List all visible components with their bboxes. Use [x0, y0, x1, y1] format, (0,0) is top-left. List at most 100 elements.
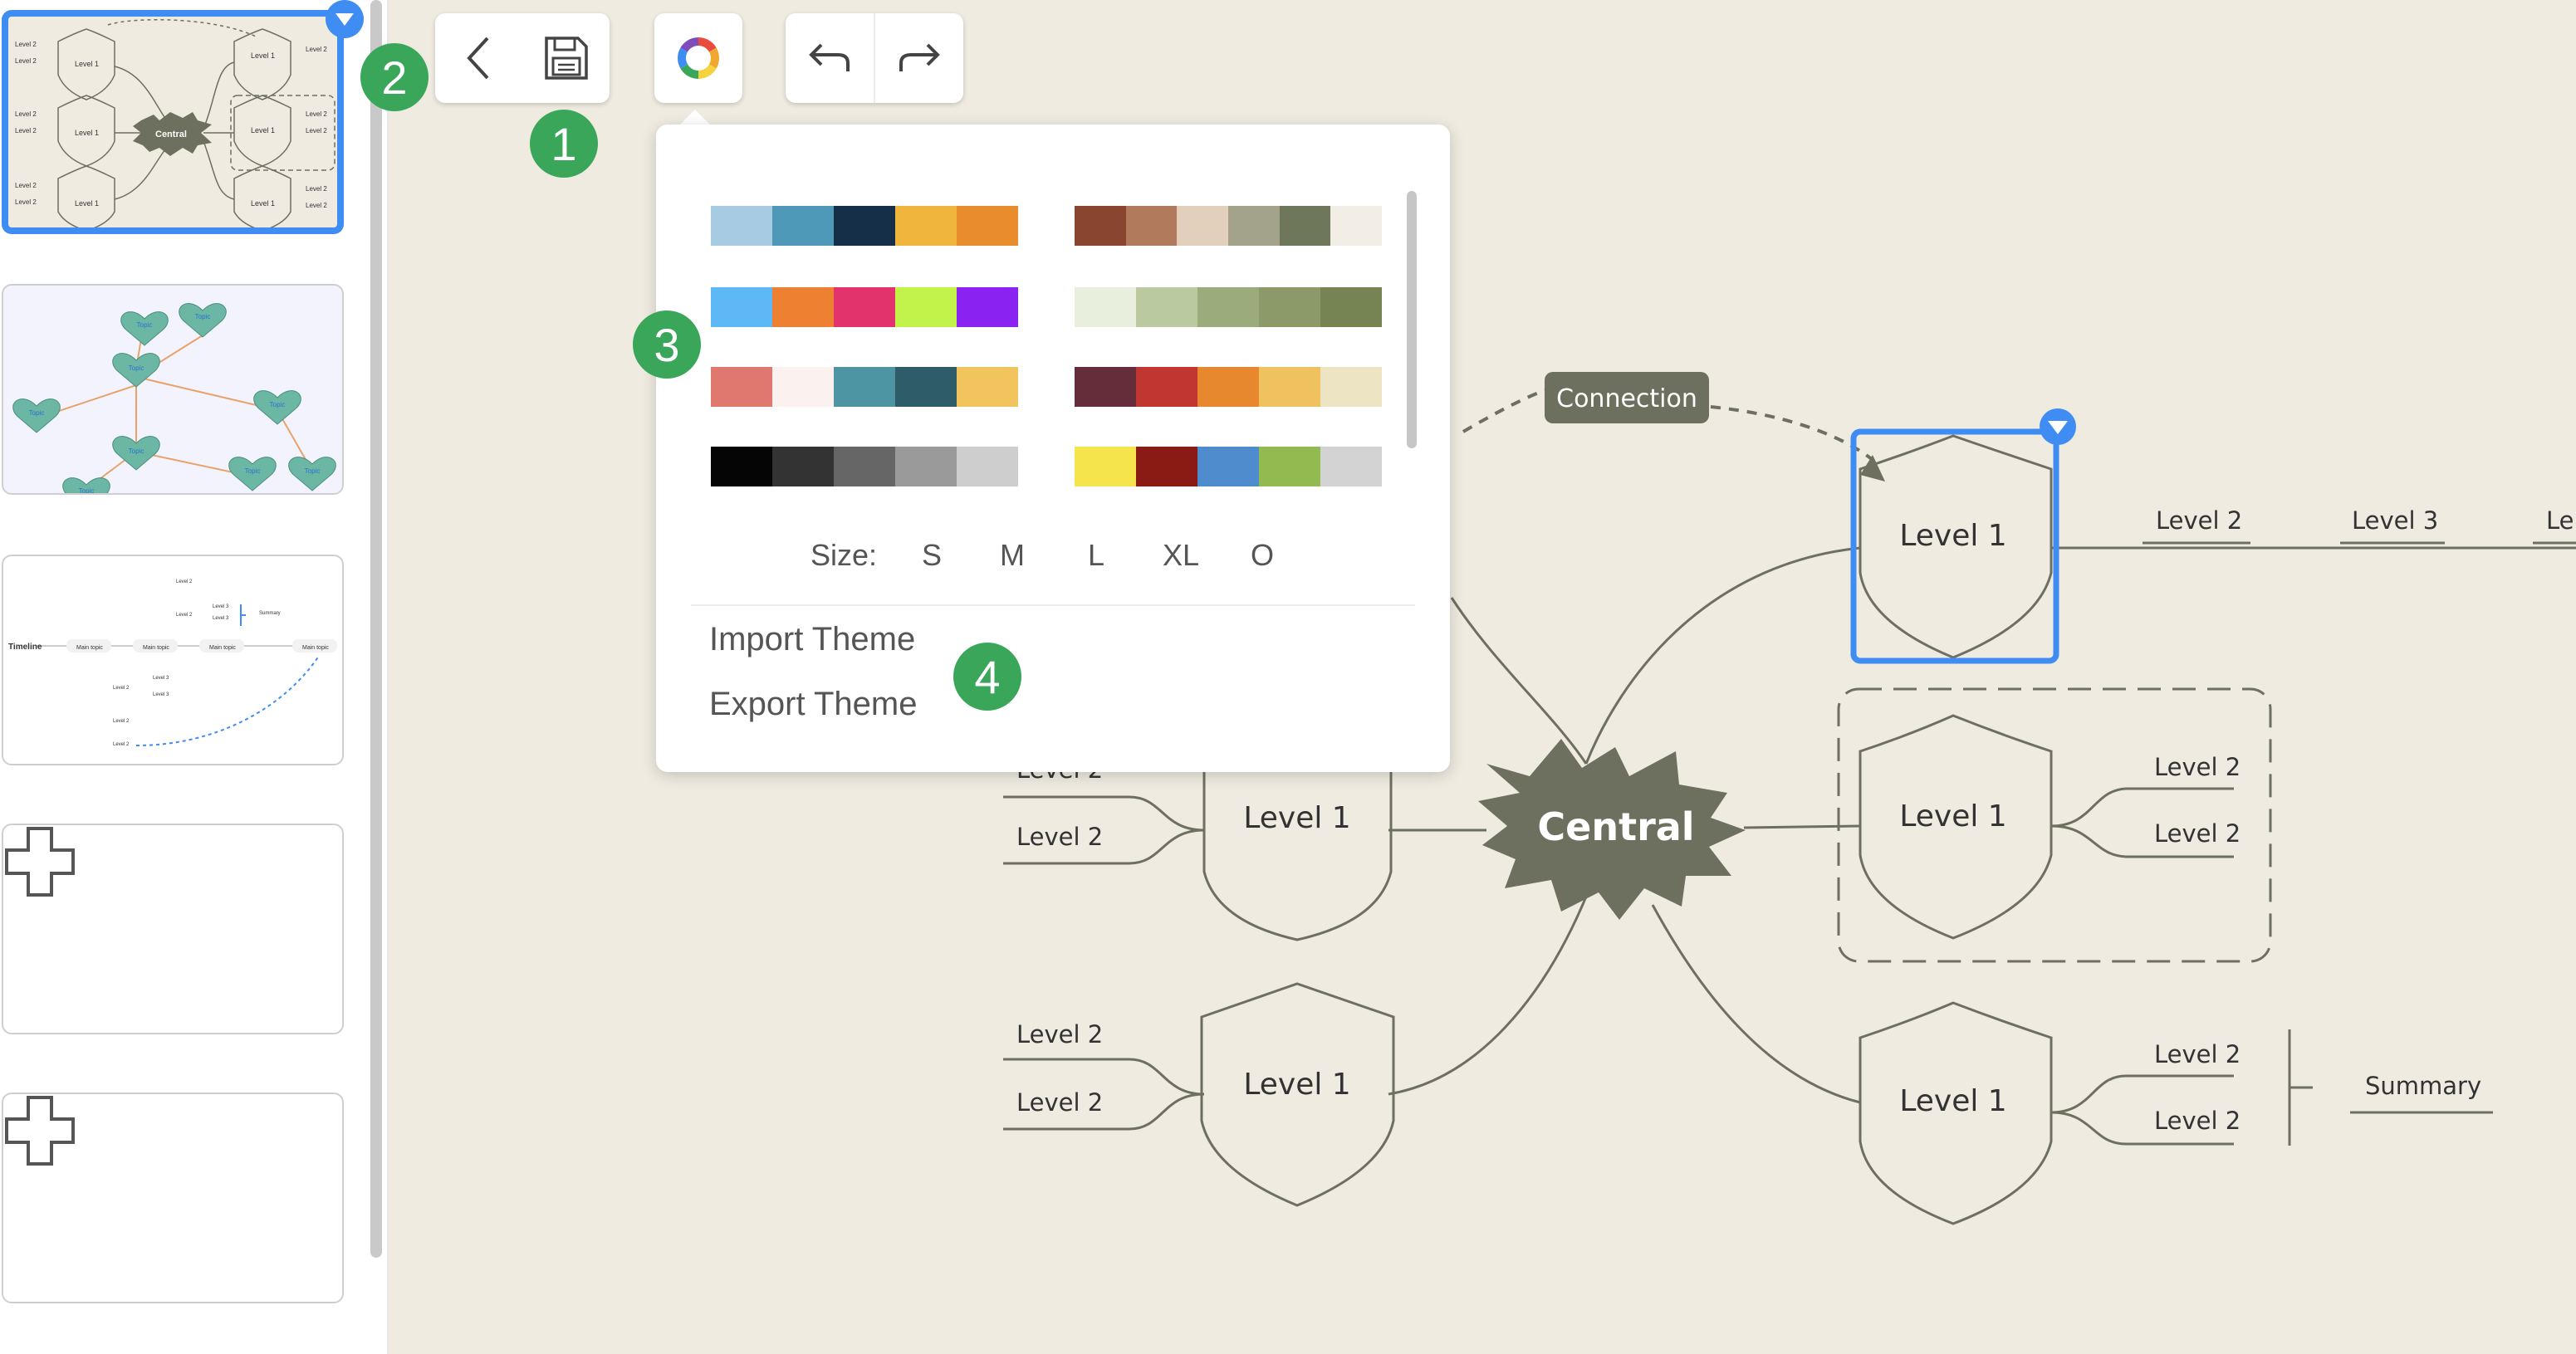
palette-swatch	[772, 206, 834, 246]
selection-box[interactable]	[1850, 428, 2059, 664]
boundary-frame[interactable]	[1837, 687, 2272, 963]
undo-button[interactable]	[786, 13, 874, 103]
save-button[interactable]	[522, 13, 610, 103]
sidebar-scrollbar[interactable]	[370, 0, 382, 1258]
theme-palette-right-1[interactable]	[1075, 206, 1383, 246]
palette-swatch	[834, 287, 895, 327]
thumbnail-text: Level 3	[213, 604, 229, 609]
level1-node-shield[interactable]	[1202, 764, 1393, 941]
step-badge-4: 4	[953, 643, 1021, 711]
palette-swatch	[1259, 287, 1320, 327]
level1-label: Level 1	[1243, 801, 1350, 835]
palette-swatch	[711, 367, 772, 407]
import-theme-item[interactable]: Import Theme	[709, 621, 916, 657]
theme-palette-left-1[interactable]	[711, 206, 1018, 246]
theme-palette-right-2[interactable]	[1075, 287, 1382, 327]
export-theme-item[interactable]: Export Theme	[709, 686, 918, 722]
thumbnail-text: Topic	[29, 409, 45, 417]
theme-palette-left-3[interactable]	[711, 367, 1018, 407]
palette-swatch	[1075, 447, 1136, 486]
thumbnail-text: Topic	[129, 447, 144, 455]
summary-label[interactable]: Summary	[2365, 1072, 2481, 1100]
thumbnail-text: Level 2	[113, 742, 130, 747]
level2-label[interactable]: Level 2	[2154, 753, 2241, 781]
level2-label[interactable]: Level 2	[1016, 1088, 1103, 1117]
undo-icon	[809, 43, 850, 71]
level1-node-shield[interactable]	[1859, 1001, 2053, 1225]
thumbnail-text: Summary	[259, 611, 281, 616]
plus-icon	[5, 1096, 75, 1166]
palette-swatch	[1228, 206, 1280, 246]
level2-label[interactable]: Level 2	[2154, 819, 2241, 848]
connection-arrowhead	[1860, 455, 1885, 481]
step-badge-1: 1	[530, 110, 598, 178]
add-template-button[interactable]	[2, 1092, 344, 1303]
connection-label-box[interactable]	[1545, 372, 1709, 423]
level1-node-shield[interactable]	[1200, 982, 1395, 1207]
back-button[interactable]	[435, 13, 522, 103]
theme-palette-right-4[interactable]	[1075, 447, 1382, 486]
level2-label[interactable]: Level 2	[1016, 1020, 1103, 1048]
redo-icon	[899, 43, 940, 71]
palette-swatch	[895, 287, 957, 327]
branch-line	[2050, 1111, 2234, 1146]
size-option-m[interactable]: M	[1000, 538, 1025, 572]
template-sidebar: Central Level 1 Level 1 Level 1 Level 1 …	[0, 0, 389, 1354]
popup-scrollbar[interactable]	[1407, 191, 1417, 448]
theme-popup: Size: S M L XL O Import Theme Export The…	[656, 125, 1450, 772]
thumbnail-text: Central	[155, 130, 187, 139]
size-option-l[interactable]: L	[1088, 538, 1105, 572]
thumbnail-text: Level 2	[306, 127, 327, 134]
level3-label[interactable]: Level 3	[2352, 506, 2438, 535]
palette-swatch	[1136, 367, 1197, 407]
template-thumbnail-mindmap[interactable]: Central Level 1 Level 1 Level 1 Level 1 …	[2, 10, 344, 234]
size-label: Size:	[811, 538, 878, 572]
palette-swatch	[1197, 447, 1259, 486]
save-icon	[544, 37, 588, 80]
palette-swatch	[772, 447, 834, 486]
connection-label: Connection	[1556, 384, 1697, 413]
level2-label[interactable]: Level 2	[1016, 823, 1103, 851]
palette-swatch	[711, 206, 772, 246]
thumbnail-dropdown-toggle[interactable]	[326, 0, 364, 38]
chevron-left-icon	[466, 37, 488, 80]
template-thumbnail-hearts[interactable]: Topic Topic Topic Topic Topic Topic Topi…	[2, 284, 344, 495]
level2-label[interactable]: Level 2	[2154, 1040, 2241, 1068]
redo-button[interactable]	[875, 13, 963, 103]
level1-node-shield[interactable]	[1859, 434, 2053, 659]
thumbnail-text: Level 2	[306, 46, 327, 53]
thumbnail-text: Topic	[137, 321, 153, 329]
palette-swatch	[1075, 287, 1136, 327]
palette-swatch	[1197, 367, 1259, 407]
size-option-xl[interactable]: XL	[1163, 538, 1200, 572]
level2-label[interactable]: Level 2	[2156, 506, 2242, 535]
thumbnail-text: Topic	[245, 467, 261, 475]
step-badge-3: 3	[633, 310, 701, 379]
theme-palette-right-3[interactable]	[1075, 367, 1382, 407]
popup-arrow	[677, 110, 713, 128]
level-truncated-label[interactable]: Le	[2546, 506, 2574, 535]
theme-toolbar-group	[654, 13, 742, 103]
thumbnail-text: Level 2	[306, 110, 327, 118]
thumbnail-text: Main topic	[143, 645, 169, 651]
thumbnail-text: Level 1	[75, 199, 99, 208]
thumbnail-text: Timeline	[8, 643, 42, 652]
file-toolbar-group	[435, 13, 610, 103]
palette-swatch	[834, 447, 895, 486]
size-option-o[interactable]: O	[1251, 538, 1275, 572]
theme-palette-left-4[interactable]	[711, 447, 1018, 486]
level1-node-shield[interactable]	[1859, 714, 2053, 940]
theme-palette-left-2[interactable]	[711, 287, 1018, 327]
theme-button[interactable]	[654, 13, 742, 103]
template-thumbnail-timeline[interactable]: Timeline Main topic Main topic Main topi…	[2, 555, 344, 765]
thumbnail-preview: Central Level 1 Level 1 Level 1 Level 1 …	[15, 19, 335, 227]
branch-line	[1003, 795, 1205, 832]
level2-label[interactable]: Level 2	[2154, 1107, 2241, 1135]
thumbnail-text: Level 2	[306, 202, 327, 209]
add-template-button[interactable]	[2, 824, 344, 1034]
branch-line	[2050, 1074, 2234, 1114]
size-option-s[interactable]: S	[922, 538, 943, 572]
thumbnail-text: Level 1	[75, 129, 99, 137]
central-node[interactable]	[1478, 739, 1746, 920]
